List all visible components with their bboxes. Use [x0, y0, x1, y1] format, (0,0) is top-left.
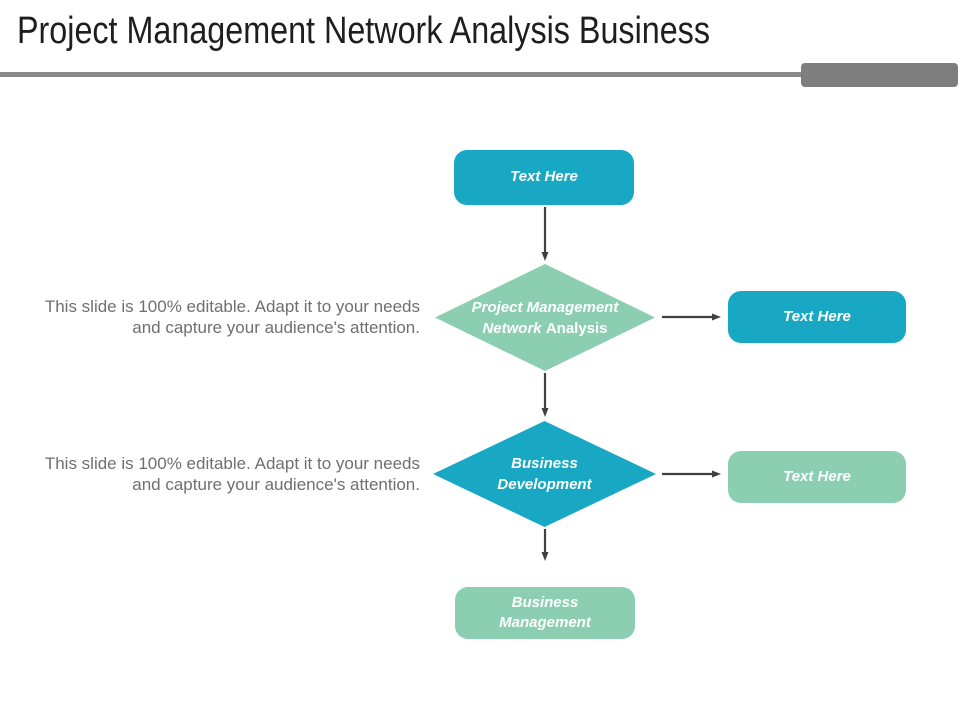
decision-business-development: Business Development — [433, 421, 656, 527]
decision-2-label: Business Development — [497, 455, 592, 493]
title-divider-line — [0, 72, 806, 77]
result-box-1-label: Text Here — [783, 307, 851, 325]
editable-note-2: This slide is 100% editable. Adapt it to… — [44, 454, 420, 494]
decision-project-management-network-analysis: Project Management Network Analysis — [435, 264, 655, 371]
end-box-business-management: Business Management — [455, 587, 635, 639]
start-box: Text Here — [454, 150, 634, 205]
result-box-2: Text Here — [728, 451, 906, 503]
result-box-2-label: Text Here — [783, 467, 851, 485]
editable-note-1: This slide is 100% editable. Adapt it to… — [44, 297, 420, 337]
decision-1-label: Project Management Network Analysis — [471, 298, 619, 337]
page-title: Project Management Network Analysis Busi… — [17, 10, 710, 52]
end-box-label: Business Management — [499, 593, 591, 631]
start-box-label: Text Here — [510, 168, 578, 186]
title-accent-bar — [801, 63, 958, 87]
result-box-1: Text Here — [728, 291, 906, 343]
